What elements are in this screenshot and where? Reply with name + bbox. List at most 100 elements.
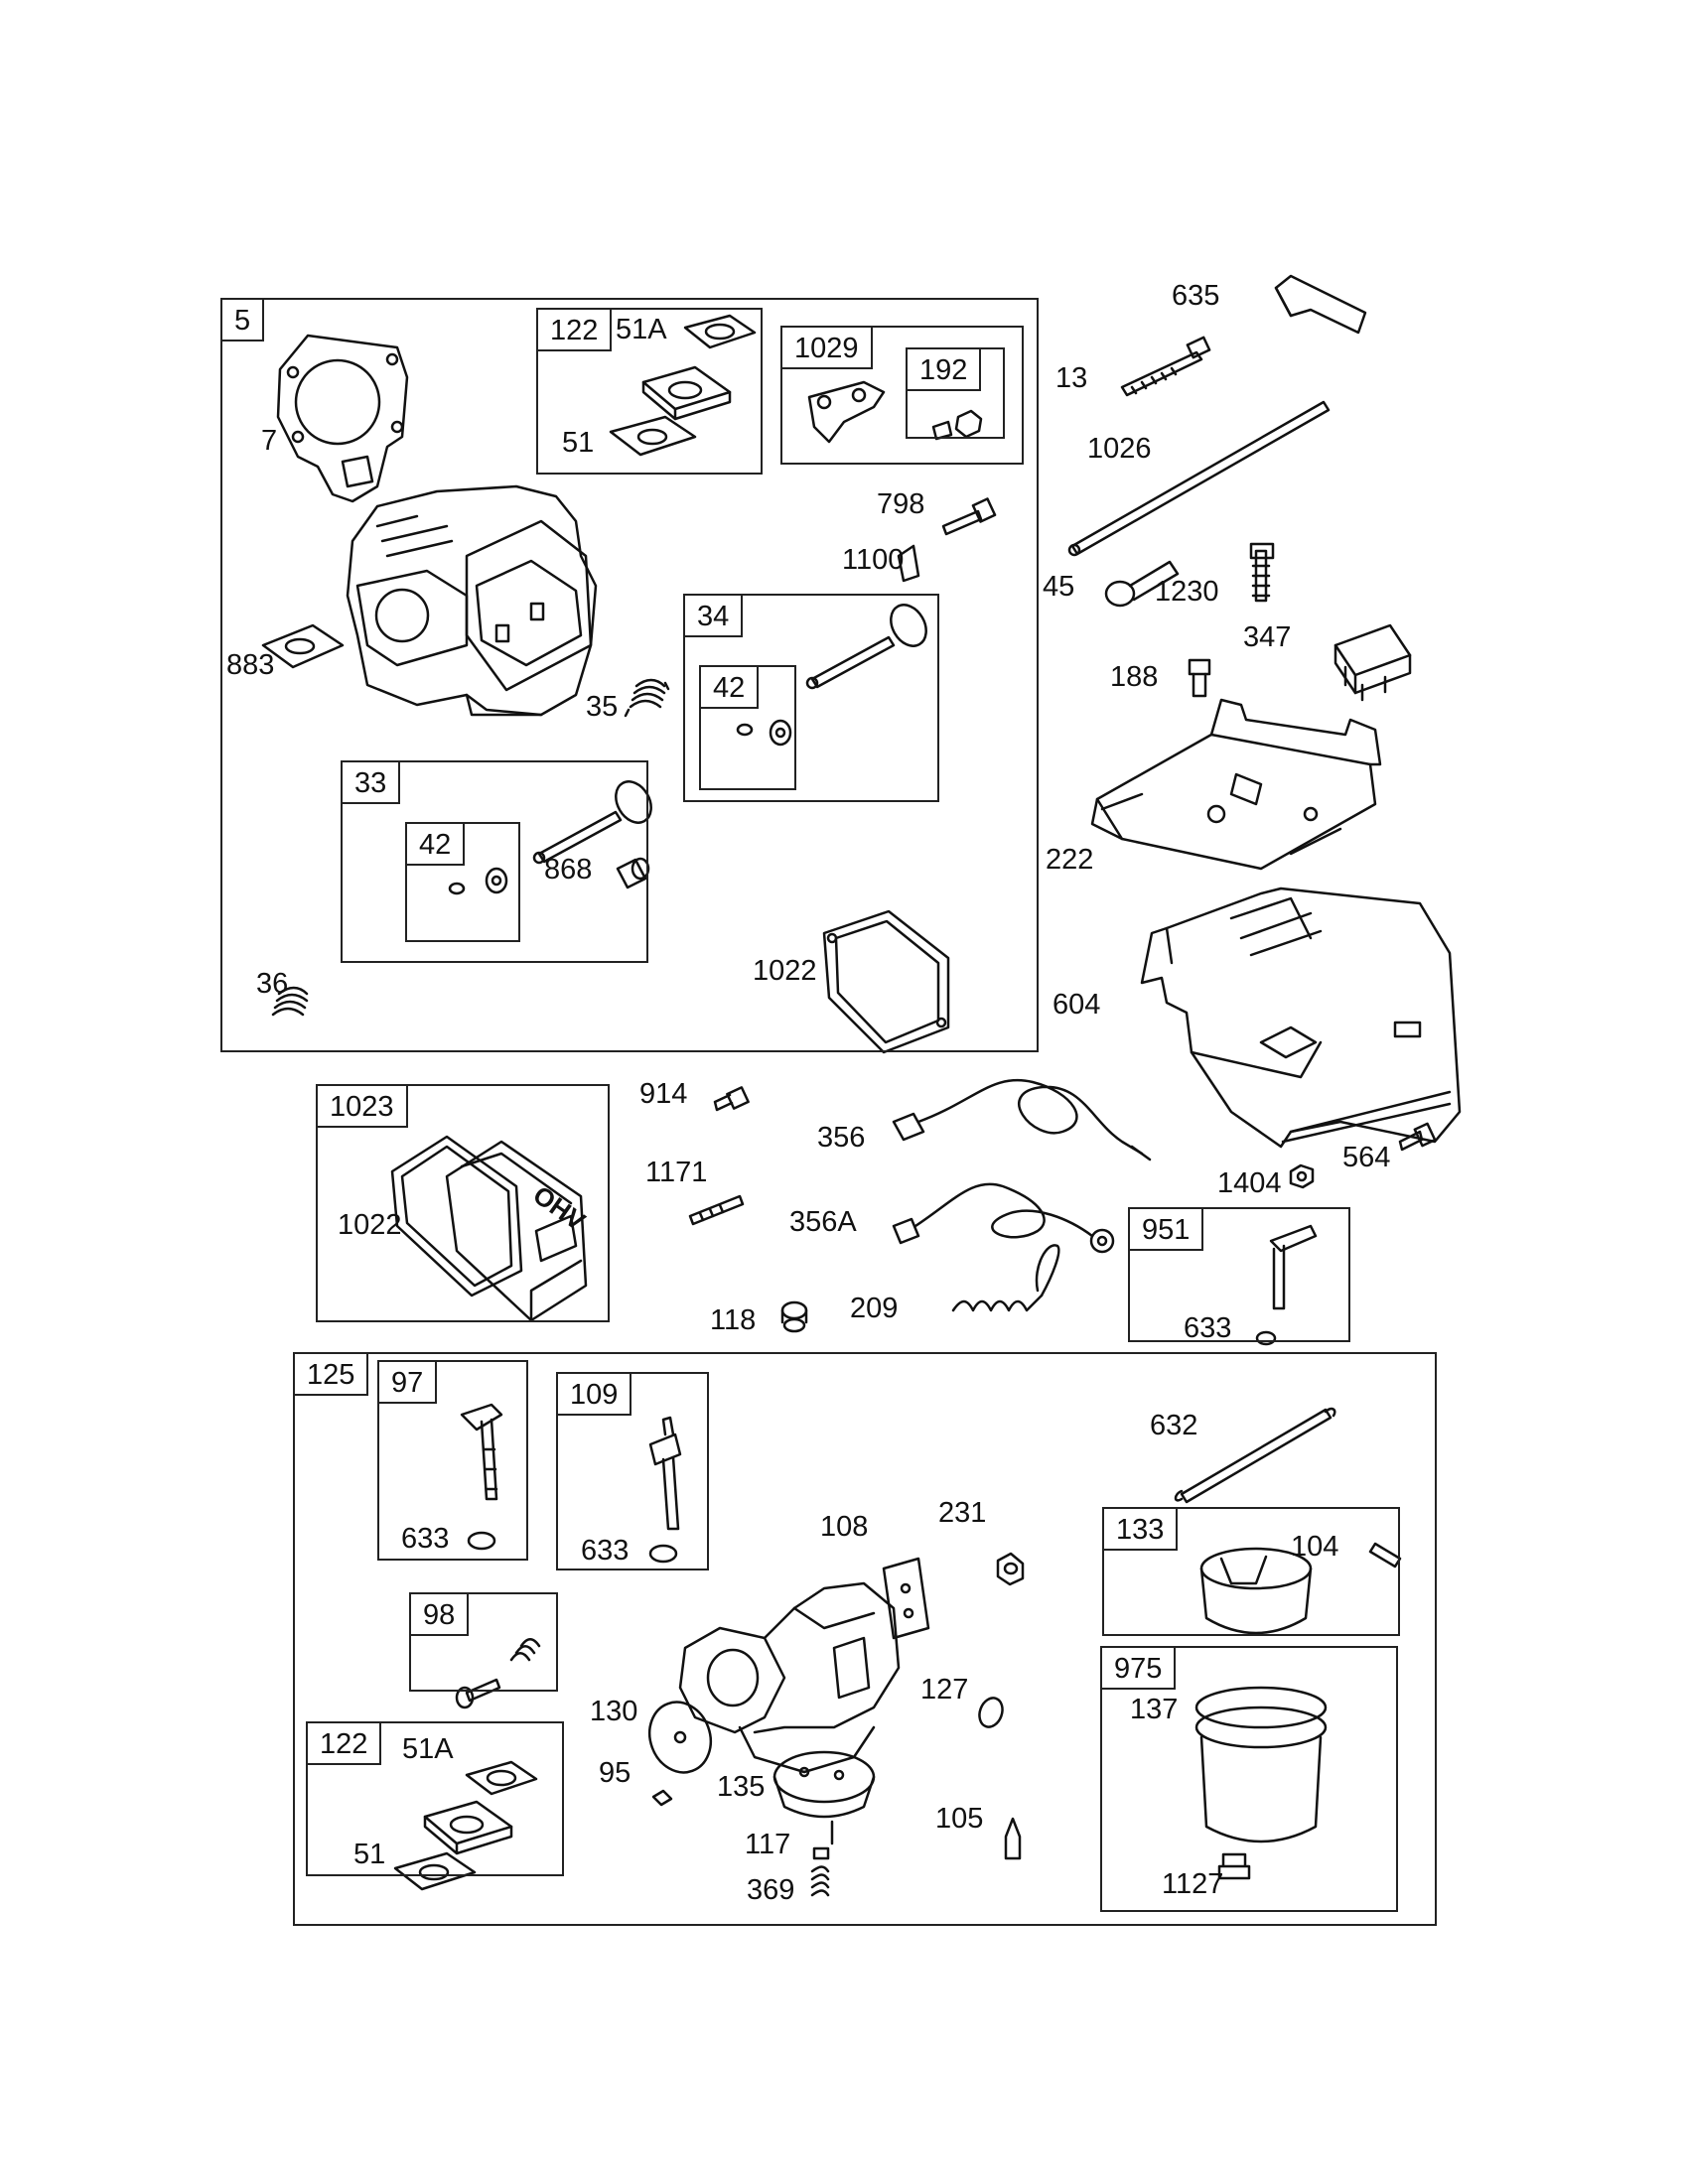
gasket-108-drawing xyxy=(882,1557,930,1640)
head-gasket-drawing xyxy=(276,334,409,503)
callout-564: 564 xyxy=(1342,1142,1391,1173)
callout-35: 35 xyxy=(586,691,619,723)
float-bowl-drawing xyxy=(1194,1686,1328,1880)
callout-1022-upper: 1022 xyxy=(753,955,817,987)
callout-633-choke: 633 xyxy=(401,1523,450,1555)
group-box-125: 125 xyxy=(293,1352,1437,1926)
valve-spring-35-drawing xyxy=(624,678,670,718)
insulator-top-drawing xyxy=(641,365,732,421)
nut-1404-drawing xyxy=(1289,1163,1315,1189)
group-box-192: 192 xyxy=(906,347,1005,439)
callout-635: 635 xyxy=(1172,280,1220,312)
governor-spring-drawing xyxy=(951,1244,1060,1312)
callout-1404: 1404 xyxy=(1217,1167,1282,1199)
choke-shaft-drawing xyxy=(460,1403,503,1551)
wire-356-drawing xyxy=(892,1078,1152,1161)
callout-108: 108 xyxy=(820,1511,869,1543)
gasket-51-bottom-drawing xyxy=(393,1851,477,1891)
screw-564-drawing xyxy=(1398,1122,1437,1152)
group-box-109: 109 xyxy=(556,1372,709,1570)
group-tag-42-lower: 42 xyxy=(405,822,466,866)
group-tag-951: 951 xyxy=(1128,1207,1204,1251)
plug-231-drawing xyxy=(996,1552,1025,1586)
bolt-188-drawing xyxy=(1188,658,1211,698)
lever-951-drawing xyxy=(1255,1224,1318,1346)
bolt-798-drawing xyxy=(941,497,997,536)
throttle-shaft-drawing xyxy=(648,1416,682,1564)
callout-868: 868 xyxy=(544,854,593,886)
gasket-51A-top-drawing xyxy=(683,314,757,349)
callout-51A-bottom: 51A xyxy=(402,1733,454,1765)
group-tag-34: 34 xyxy=(683,594,744,637)
callout-118: 118 xyxy=(710,1304,757,1336)
group-box-1023: 1023 xyxy=(316,1084,610,1322)
callout-1171: 1171 xyxy=(645,1157,708,1188)
screw-1171-drawing xyxy=(688,1194,745,1226)
group-tag-42-upper: 42 xyxy=(699,665,760,709)
plate-130-drawing xyxy=(647,1701,713,1774)
group-box-122-top: 122 xyxy=(536,308,763,475)
callout-1127: 1127 xyxy=(1162,1868,1224,1900)
callout-45: 45 xyxy=(1043,571,1075,603)
callout-231: 231 xyxy=(938,1497,987,1529)
callout-209: 209 xyxy=(850,1293,899,1324)
group-box-975: 975 xyxy=(1100,1646,1398,1912)
plug-118-drawing xyxy=(780,1300,808,1333)
diaphragm-drawing xyxy=(772,1750,876,1845)
group-tag-109: 109 xyxy=(556,1372,632,1416)
callout-127: 127 xyxy=(920,1674,969,1706)
group-tag-1029: 1029 xyxy=(780,326,873,369)
callout-51-top: 51 xyxy=(562,427,595,459)
callout-104: 104 xyxy=(1291,1531,1339,1563)
group-box-98: 98 xyxy=(409,1592,558,1692)
callout-633-throttle: 633 xyxy=(581,1535,630,1567)
needle-117-drawing xyxy=(812,1846,830,1860)
group-box-133: 133 xyxy=(1102,1507,1400,1636)
callout-51-bottom: 51 xyxy=(353,1839,386,1870)
float-drawing xyxy=(1199,1542,1402,1635)
callout-604: 604 xyxy=(1052,989,1101,1021)
clip-1100-drawing xyxy=(897,544,920,583)
callout-356A: 356A xyxy=(789,1206,857,1238)
tappet-drawing xyxy=(1104,560,1180,608)
group-tag-97: 97 xyxy=(377,1360,438,1404)
keepers-42b-drawing xyxy=(448,867,508,895)
plug-boot-drawing xyxy=(1274,274,1367,335)
throttle-link-drawing xyxy=(1174,1407,1336,1504)
callout-95: 95 xyxy=(599,1757,632,1789)
group-tag-33: 33 xyxy=(341,760,401,804)
gasket-51-top-drawing xyxy=(609,415,697,457)
stud-drawing xyxy=(1249,542,1275,603)
screw-13-drawing xyxy=(1120,336,1211,397)
rocker-arm-drawing xyxy=(807,380,886,444)
seal-127-drawing xyxy=(978,1697,1004,1728)
group-box-97: 97 xyxy=(377,1360,528,1561)
callout-1026: 1026 xyxy=(1087,433,1152,465)
group-tag-125: 125 xyxy=(293,1352,369,1396)
spring-369-drawing xyxy=(810,1865,830,1897)
group-box-951: 951 xyxy=(1128,1207,1350,1342)
group-box-33: 33 xyxy=(341,760,648,963)
callout-914: 914 xyxy=(639,1078,688,1110)
group-tag-122-top: 122 xyxy=(536,308,613,351)
callout-51A-top: 51A xyxy=(616,314,667,345)
callout-1230: 1230 xyxy=(1155,576,1219,608)
group-box-1029: 1029 xyxy=(780,326,1024,465)
bracket-drawing xyxy=(1090,698,1382,871)
callout-188: 188 xyxy=(1110,661,1159,693)
callout-130: 130 xyxy=(590,1696,638,1727)
group-box-34: 34 xyxy=(683,594,939,802)
push-rod-drawing xyxy=(1067,400,1331,557)
callout-137: 137 xyxy=(1130,1694,1179,1725)
callout-117: 117 xyxy=(745,1829,791,1860)
valve-guide-868-drawing xyxy=(616,857,650,889)
group-box-42-lower: 42 xyxy=(405,822,520,942)
gasket-51A-bottom-drawing xyxy=(465,1760,538,1796)
inlet-needle-drawing xyxy=(1004,1817,1022,1860)
cylinder-head-drawing xyxy=(346,484,598,717)
valve-34-drawing xyxy=(805,604,927,690)
callout-633-lever: 633 xyxy=(1184,1312,1232,1344)
screw-95-drawing xyxy=(651,1789,673,1807)
rocker-nut-drawing xyxy=(931,409,983,441)
insulator-bottom-drawing xyxy=(423,1800,513,1855)
